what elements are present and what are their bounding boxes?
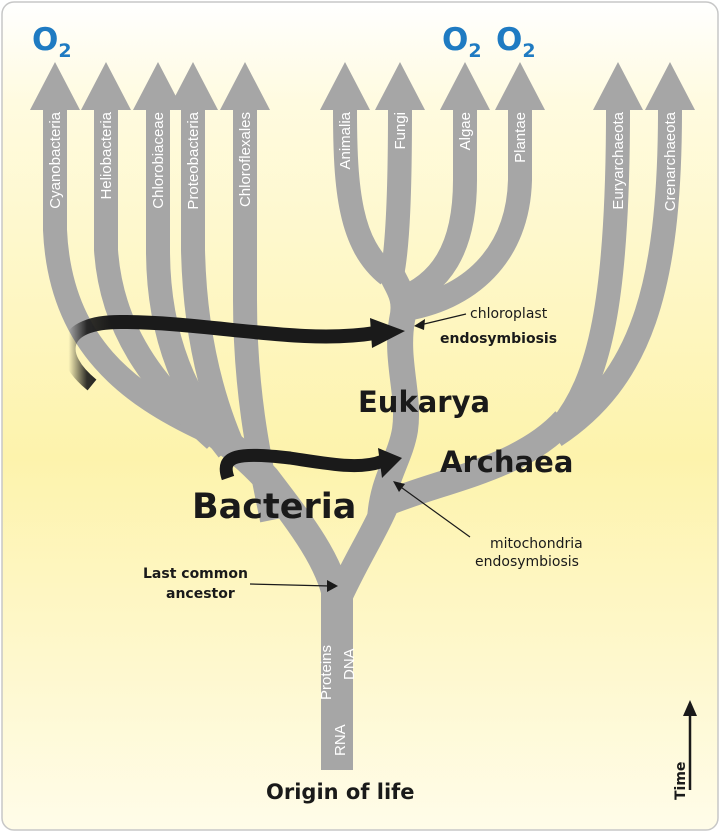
- chlorobiaceae-branch: [146, 110, 238, 458]
- mitochondria-arrowhead: [378, 448, 402, 478]
- mitochondria-endosymbiosis-arrow: [219, 448, 386, 481]
- rna-label: RNA: [332, 724, 349, 756]
- algae-branch: [393, 110, 477, 312]
- proteins-label: Proteins: [318, 645, 335, 700]
- dna-label: DNA: [341, 648, 358, 680]
- animalia-arrowhead: [320, 62, 370, 110]
- chloroplast-arrowhead: [370, 318, 405, 348]
- crenarchaeota-arrowhead: [645, 62, 695, 110]
- plantae-branch: [398, 110, 532, 322]
- mitochondria-annotation-line2: endosymbiosis: [475, 554, 579, 570]
- crenarchaeota-label: Crenarchaeota: [662, 111, 679, 211]
- fungi-branch: [380, 109, 412, 278]
- chloroplast-annotation-line1: chloroplast: [470, 306, 548, 322]
- plantae-arrowhead: [495, 62, 545, 110]
- chloroplast-endosymbiosis-arrow: [61, 314, 377, 391]
- lca-annotation-line1: Last common: [143, 566, 248, 582]
- chloroflexales-branch: [233, 110, 284, 523]
- animalia-branch: [333, 109, 396, 285]
- bacteria-label: Bacteria: [192, 487, 356, 527]
- fungi-label: Fungi: [392, 112, 409, 150]
- heliobacteria-arrowhead: [81, 62, 131, 110]
- cyanobacteria-arrowhead: [30, 62, 80, 110]
- proteobacteria-arrowhead: [168, 62, 218, 110]
- animalia-label: Animalia: [337, 111, 354, 169]
- time-axis-arrowhead: [683, 700, 697, 716]
- mitochondria-pointer-line: [397, 484, 471, 538]
- chloroflexales-arrowhead: [220, 62, 270, 110]
- archaea-label: Archaea: [440, 445, 573, 479]
- archaea-branch: [376, 410, 575, 517]
- mitochondria-pointer-head: [393, 481, 405, 492]
- oxygen-label-plantae: O2: [496, 22, 536, 62]
- proteobacteria-branch: [181, 110, 251, 468]
- cyanobacteria-label: Cyanobacteria: [47, 111, 64, 208]
- euryarchaeota-label: Euryarchaeota: [610, 111, 627, 209]
- origin-of-life-label: Origin of life: [266, 780, 415, 804]
- oxygen-label-cyanobacteria: O2: [32, 22, 72, 62]
- fungi-arrowhead: [375, 62, 425, 110]
- chlorobiaceae-arrowhead: [133, 62, 183, 110]
- algae-arrowhead: [440, 62, 490, 110]
- chloroflexales-label: Chloroflexales: [237, 112, 254, 207]
- eukarya-label: Eukarya: [358, 385, 490, 419]
- lca-pointer-line: [249, 583, 331, 587]
- algae-label: Algae: [457, 112, 474, 150]
- time-axis-label: Time: [673, 762, 689, 800]
- mitochondria-annotation-line1: mitochondria: [490, 536, 583, 552]
- lca-pointer-head: [327, 580, 338, 592]
- chloroplast-annotation-line2: endosymbiosis: [440, 331, 557, 347]
- lca-annotation-line2: ancestor: [166, 586, 235, 602]
- euryarchaeota-arrowhead: [593, 62, 643, 110]
- chlorobiaceae-label: Chlorobiaceae: [150, 112, 167, 209]
- plantae-label: Plantae: [512, 112, 529, 163]
- crenarchaeota-branch: [548, 109, 682, 447]
- chloroplast-pointer-line: [419, 313, 467, 326]
- oxygen-label-algae: O2: [442, 22, 482, 62]
- chloroplast-pointer-head: [414, 319, 425, 330]
- heliobacteria-label: Heliobacteria: [98, 111, 115, 199]
- proteobacteria-label: Proteobacteria: [185, 111, 202, 209]
